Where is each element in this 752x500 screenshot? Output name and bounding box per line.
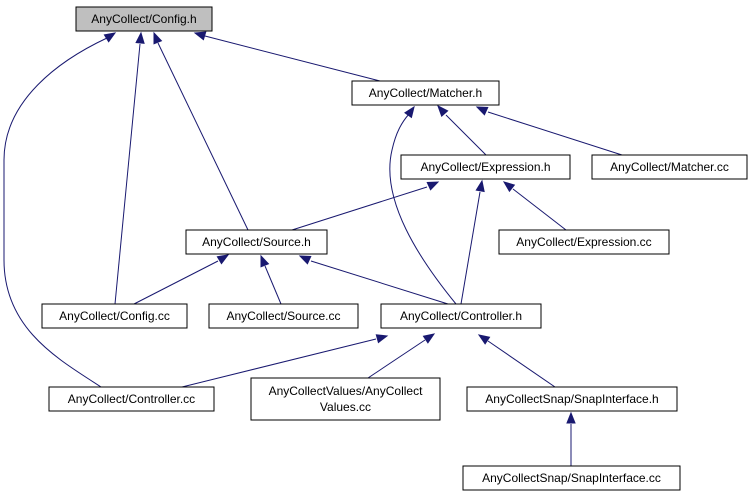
edge-arrowhead [477, 334, 491, 345]
node-box [400, 154, 571, 180]
node-label: AnyCollect/Controller.h [400, 309, 522, 323]
edge-arrowhead [216, 254, 230, 265]
edge-line [367, 339, 426, 379]
node-label: AnyCollect/Config.h [91, 12, 196, 26]
edge-config_cc-to-config_h [114, 31, 145, 305]
edge-line [291, 186, 428, 231]
edge-line [460, 191, 481, 305]
node-controller-cc[interactable]: AnyCollect/Controller.cc [48, 386, 215, 412]
edge-controller_h-to-matcher_h [389, 105, 457, 305]
node-box [48, 386, 215, 412]
edge-arrowhead [437, 104, 449, 117]
edge-anycollectvalues_cc-to-controller_h [367, 333, 436, 379]
edges-layer [3, 31, 623, 466]
edge-line [204, 35, 381, 82]
node-box [250, 377, 441, 421]
edge-line [512, 188, 567, 231]
edge-arrowhead [422, 333, 436, 344]
node-label: AnyCollectSnap/SnapInterface.h [485, 392, 658, 406]
node-box [591, 154, 748, 180]
node-source-h[interactable]: AnyCollect/Source.h [185, 229, 328, 255]
node-snapinterface-h[interactable]: AnyCollectSnap/SnapInterface.h [466, 386, 678, 412]
edge-line [133, 260, 219, 305]
edge-snapinterface_cc-to-snapinterface_h [566, 411, 576, 466]
node-box [75, 6, 213, 32]
edge-controller_h-to-expression_h [460, 179, 485, 305]
node-config-cc[interactable]: AnyCollect/Config.cc [41, 303, 188, 329]
node-label: AnyCollect/Source.h [202, 235, 311, 249]
edge-arrowhead [502, 181, 516, 193]
edge-line [487, 340, 556, 388]
edge-arrowhead [193, 31, 207, 41]
edge-arrowhead [135, 31, 145, 44]
edge-arrowhead [153, 31, 163, 45]
node-box [351, 80, 500, 106]
edge-arrowhead [298, 255, 312, 265]
node-box [208, 303, 359, 329]
node-source-cc[interactable]: AnyCollect/Source.cc [208, 303, 359, 329]
node-matcher-cc[interactable]: AnyCollect/Matcher.cc [591, 154, 748, 180]
node-label: Values.cc [320, 400, 371, 414]
node-anycollectvalues-cc[interactable]: AnyCollectValues/AnyCollectValues.cc [250, 377, 441, 421]
node-label: AnyCollect/Matcher.h [369, 86, 482, 100]
node-box [498, 229, 670, 255]
node-box [462, 465, 681, 491]
edge-line [487, 111, 623, 156]
node-label: AnyCollect/Matcher.cc [610, 160, 729, 174]
node-controller-h[interactable]: AnyCollect/Controller.h [380, 303, 542, 329]
node-label: AnyCollect/Controller.cc [68, 392, 195, 406]
node-label: AnyCollect/Expression.cc [516, 235, 651, 249]
edge-controller_cc-to-controller_h [181, 334, 389, 388]
edge-matcher_h-to-config_h [193, 31, 381, 82]
edge-controller_h-to-source_h [298, 255, 449, 305]
node-label: AnyCollectSnap/SnapInterface.cc [482, 471, 661, 485]
edge-line [389, 113, 457, 305]
edge-expression_h-to-matcher_h [437, 104, 487, 156]
node-box [41, 303, 188, 329]
edge-arrowhead [260, 254, 270, 268]
edge-arrowhead [375, 334, 389, 344]
node-label: AnyCollectValues/AnyCollect [269, 384, 424, 398]
edge-snapinterface_h-to-controller_h [477, 334, 556, 388]
edge-source_cc-to-source_h [260, 254, 282, 305]
edge-line [181, 338, 377, 388]
node-box [185, 229, 328, 255]
edge-line [114, 43, 141, 305]
edge-line [310, 260, 449, 305]
node-expression-h[interactable]: AnyCollect/Expression.h [400, 154, 571, 180]
edge-arrowhead [566, 411, 576, 424]
edge-source_h-to-config_h [153, 31, 249, 231]
edge-arrowhead [404, 105, 415, 119]
edge-source_h-to-expression_h [291, 181, 440, 231]
node-box [380, 303, 542, 329]
node-box [466, 386, 678, 412]
node-label: AnyCollect/Config.cc [59, 309, 170, 323]
edge-arrowhead [475, 106, 489, 116]
edge-arrowhead [103, 32, 117, 43]
edge-arrowhead [475, 179, 485, 193]
edge-line [157, 42, 249, 231]
node-label: AnyCollect/Expression.h [420, 160, 550, 174]
edge-line [445, 114, 487, 156]
node-expression-cc[interactable]: AnyCollect/Expression.cc [498, 229, 670, 255]
edge-matcher_cc-to-matcher_h [475, 106, 623, 156]
node-config-h[interactable]: AnyCollect/Config.h [75, 6, 213, 32]
edge-controller_cc-to-config_h [3, 32, 117, 388]
nodes-layer: AnyCollect/Config.hAnyCollect/Matcher.hA… [41, 6, 748, 491]
node-matcher-h[interactable]: AnyCollect/Matcher.h [351, 80, 500, 106]
edge-config_cc-to-source_h [133, 254, 230, 305]
node-snapinterface-cc[interactable]: AnyCollectSnap/SnapInterface.cc [462, 465, 681, 491]
node-label: AnyCollect/Source.cc [226, 309, 340, 323]
edge-line [3, 37, 108, 388]
edge-expression_cc-to-expression_h [502, 181, 567, 231]
edge-line [264, 265, 282, 305]
edge-arrowhead [426, 181, 440, 191]
